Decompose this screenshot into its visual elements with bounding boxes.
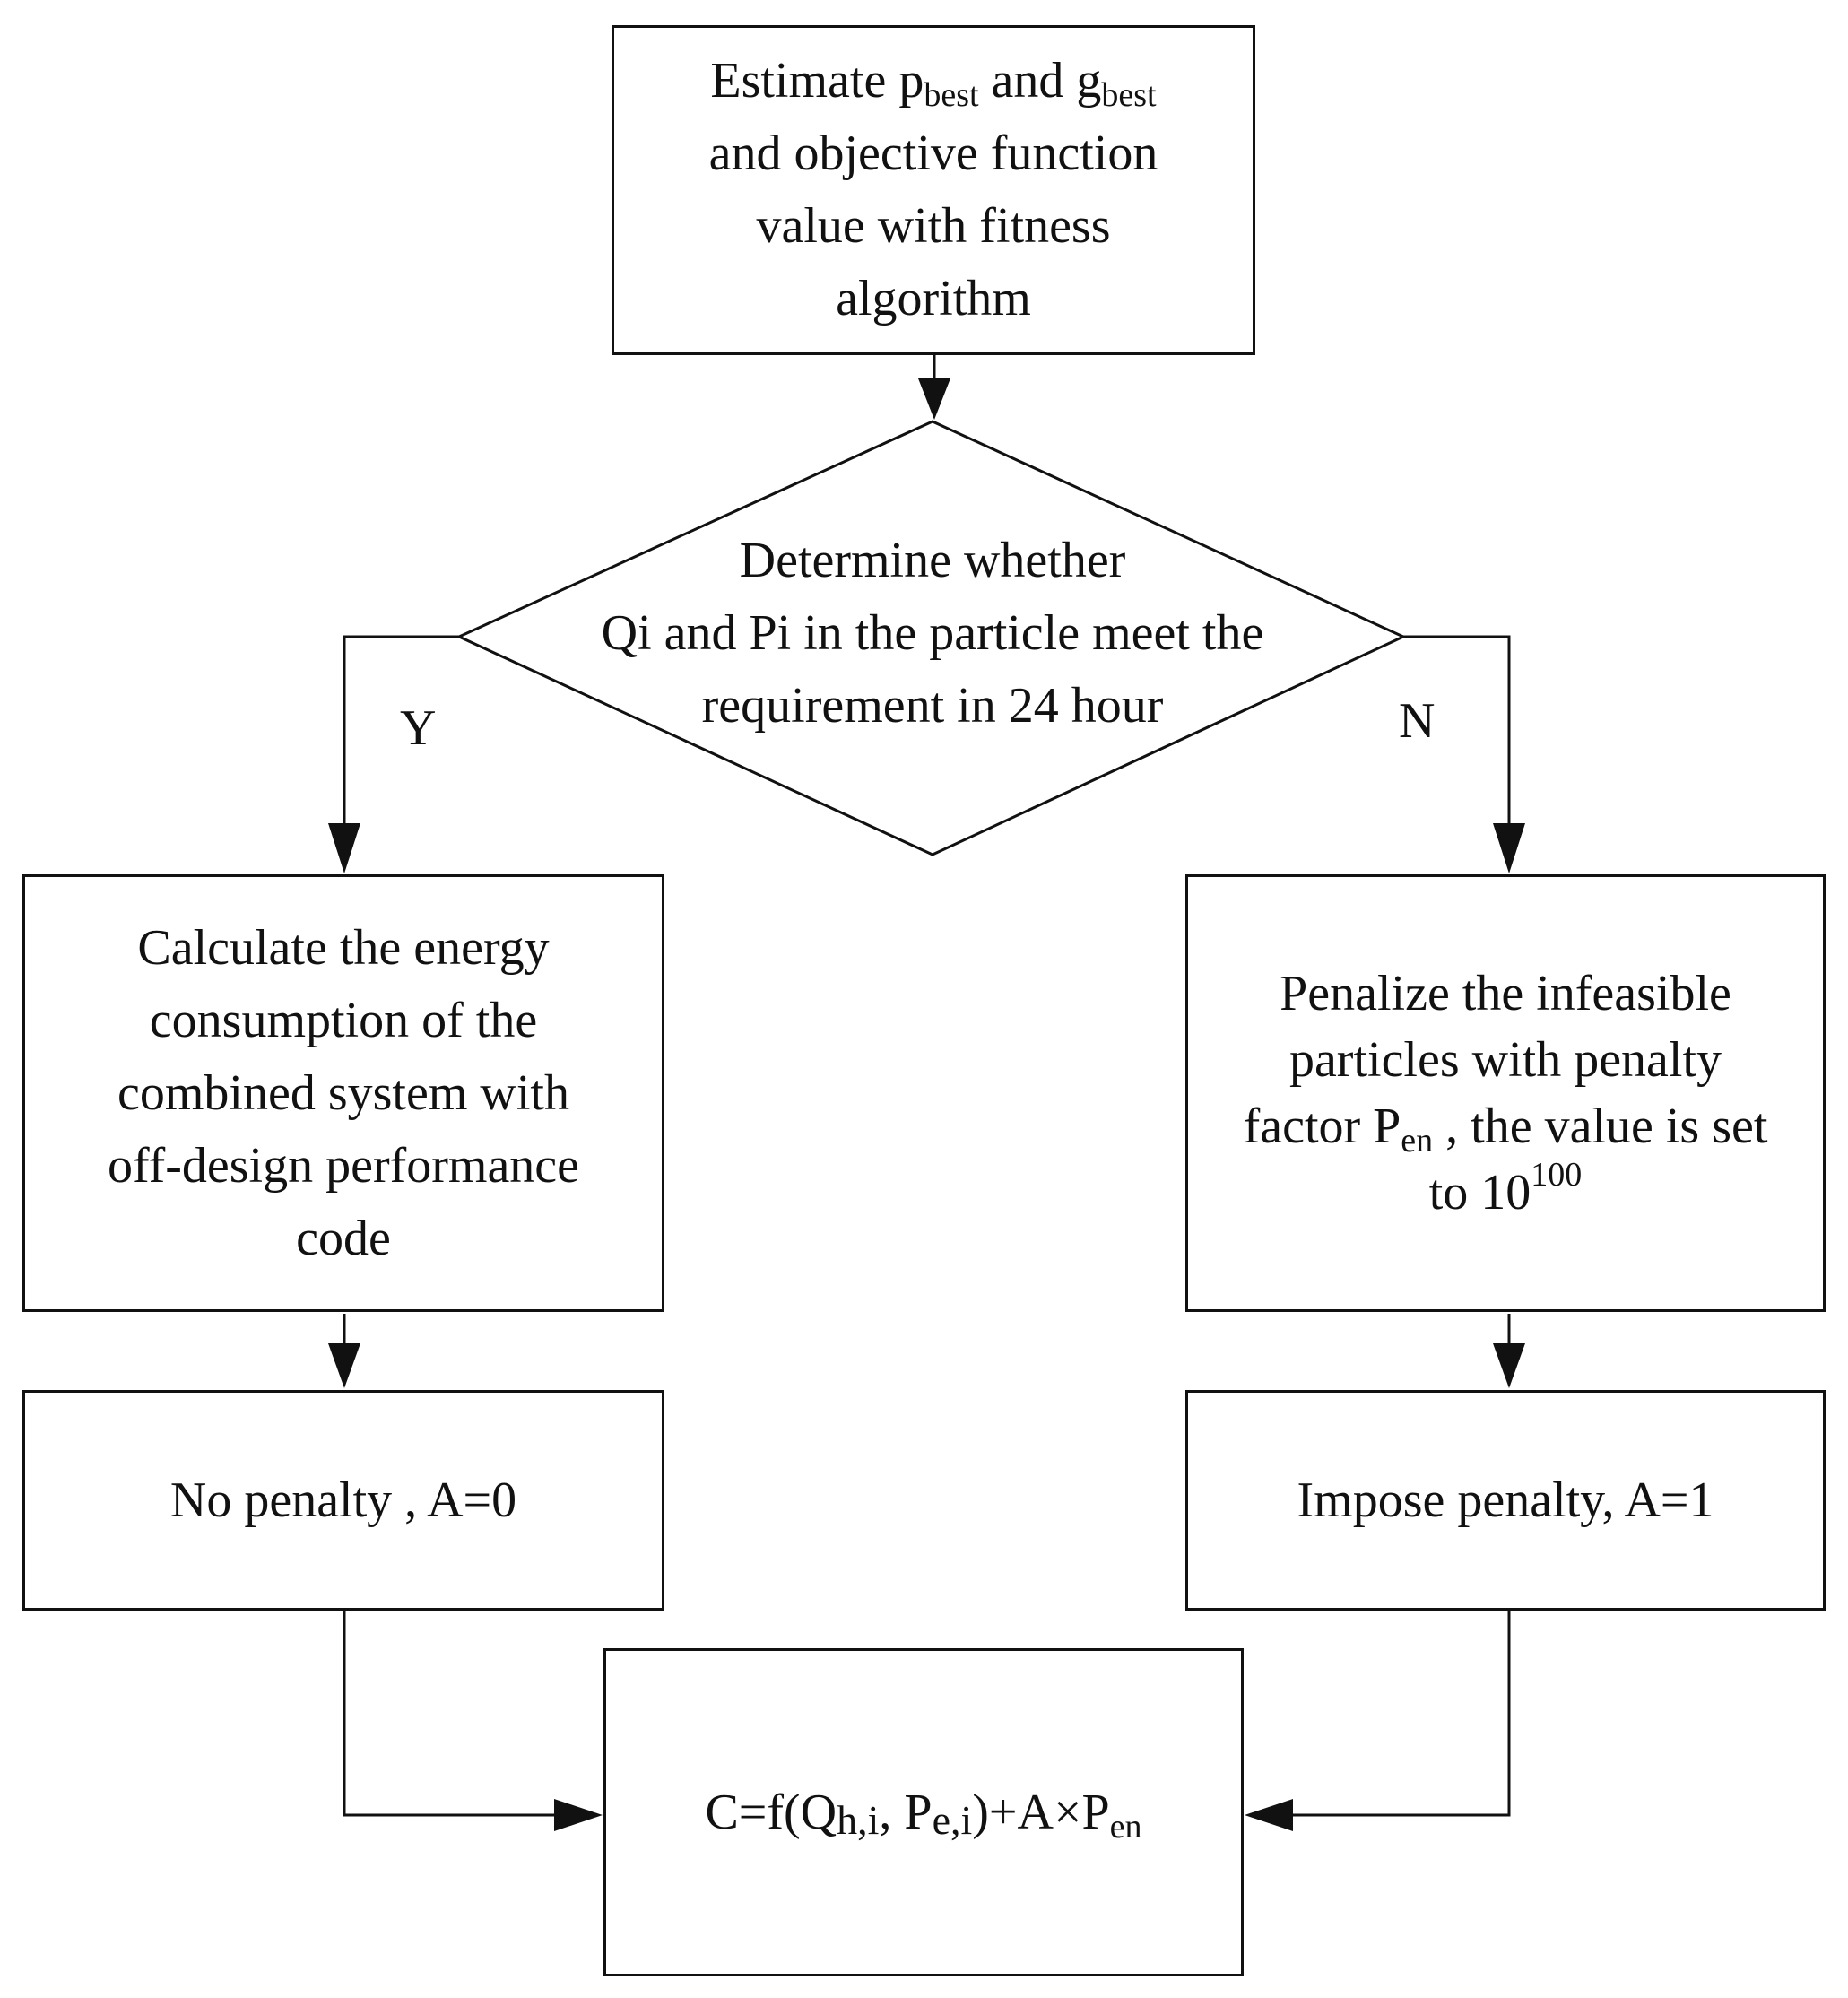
penalize-line4-pre: to 10 xyxy=(1428,1165,1531,1221)
start-line1-pre: Estimate p xyxy=(710,53,924,109)
no-penalty-box: No penalty , A=0 xyxy=(22,1390,664,1611)
impose-penalty-text: Impose penalty, A=1 xyxy=(1297,1472,1714,1528)
calc-line1: Calculate the energy xyxy=(137,919,550,976)
start-box-line2: and objective function xyxy=(708,126,1158,181)
formula-sub-en: en xyxy=(1109,1807,1142,1846)
arrowhead-calc-down xyxy=(328,1343,360,1388)
formula-sub-hi: h,i xyxy=(837,1796,880,1843)
start-box-line3: value with fitness xyxy=(756,198,1111,254)
arrowhead-right-into-result xyxy=(1245,1799,1293,1831)
penalize-box: Penalize the infeasible particles with p… xyxy=(1185,874,1826,1312)
penalize-line1: Penalize the infeasible xyxy=(1280,966,1731,1021)
calculate-energy-box: Calculate the energy consumption of the … xyxy=(22,874,664,1312)
arrow-yes-branch xyxy=(343,635,459,825)
no-penalty-text: No penalty , A=0 xyxy=(169,1472,517,1528)
start-box-line1: Estimate pbest and gbest xyxy=(709,45,1158,117)
penalize-line3-post: , the value is set xyxy=(1433,1099,1768,1154)
arrowhead-yes-down xyxy=(328,823,360,873)
calc-line5: code xyxy=(296,1210,391,1266)
penalize-line3: factor Pen , the value is set xyxy=(1244,1093,1768,1160)
formula-pre: C=f(Q xyxy=(705,1784,837,1840)
arrow-nopenalty-to-result xyxy=(343,1611,556,1817)
calculate-energy-text: Calculate the energy consumption of the … xyxy=(91,912,595,1275)
arrowhead-left-into-result xyxy=(554,1799,603,1831)
exponent-superscript: 100 xyxy=(1531,1156,1583,1194)
decision-line1: Determine whether xyxy=(739,533,1126,588)
result-box: C=f(Qh,i, Pe,i)+A×Pen xyxy=(603,1648,1244,1976)
start-box-line4: algorithm xyxy=(836,271,1031,326)
start-box-text: Estimate pbest and gbest and objective f… xyxy=(693,45,1175,335)
formula-sub-ei: e,i xyxy=(932,1796,973,1843)
arrowhead-start-down xyxy=(918,378,950,420)
result-formula: C=f(Qh,i, Pe,i)+A×Pen xyxy=(689,1776,1158,1849)
penalize-line2: particles with penalty xyxy=(1288,1032,1722,1088)
yes-label: Y xyxy=(400,700,437,756)
decision-line2: Qi and Pi in the particle meet the xyxy=(601,605,1264,661)
gbest-subscript: best xyxy=(1101,76,1157,114)
arrow-impose-to-result xyxy=(1291,1611,1511,1817)
decision-text: Determine whether Qi and Pi in the parti… xyxy=(484,525,1381,743)
decision-diamond xyxy=(455,420,1407,856)
formula-post: )+A×P xyxy=(972,1784,1110,1840)
pbest-subscript: best xyxy=(924,76,979,114)
arrowhead-penalize-down xyxy=(1493,1343,1525,1388)
start-line1-mid: and g xyxy=(978,53,1102,109)
penalize-line3-pre: factor P xyxy=(1243,1099,1401,1154)
pen-subscript: en xyxy=(1401,1122,1434,1160)
calc-line3: combined system with xyxy=(117,1064,569,1121)
decision-line3: requirement in 24 hour xyxy=(701,678,1164,734)
penalize-text: Penalize the infeasible particles with p… xyxy=(1228,960,1784,1226)
no-label: N xyxy=(1399,693,1436,749)
start-box: Estimate pbest and gbest and objective f… xyxy=(612,25,1255,355)
calc-line2: consumption of the xyxy=(149,992,538,1048)
calc-line4: off-design performance xyxy=(107,1137,580,1194)
impose-penalty-box: Impose penalty, A=1 xyxy=(1185,1390,1826,1611)
penalize-line4: to 10100 xyxy=(1244,1158,1768,1226)
arrowhead-no-down xyxy=(1493,823,1525,873)
arrow-no-branch xyxy=(1403,635,1511,825)
formula-mid: , P xyxy=(879,1784,933,1840)
